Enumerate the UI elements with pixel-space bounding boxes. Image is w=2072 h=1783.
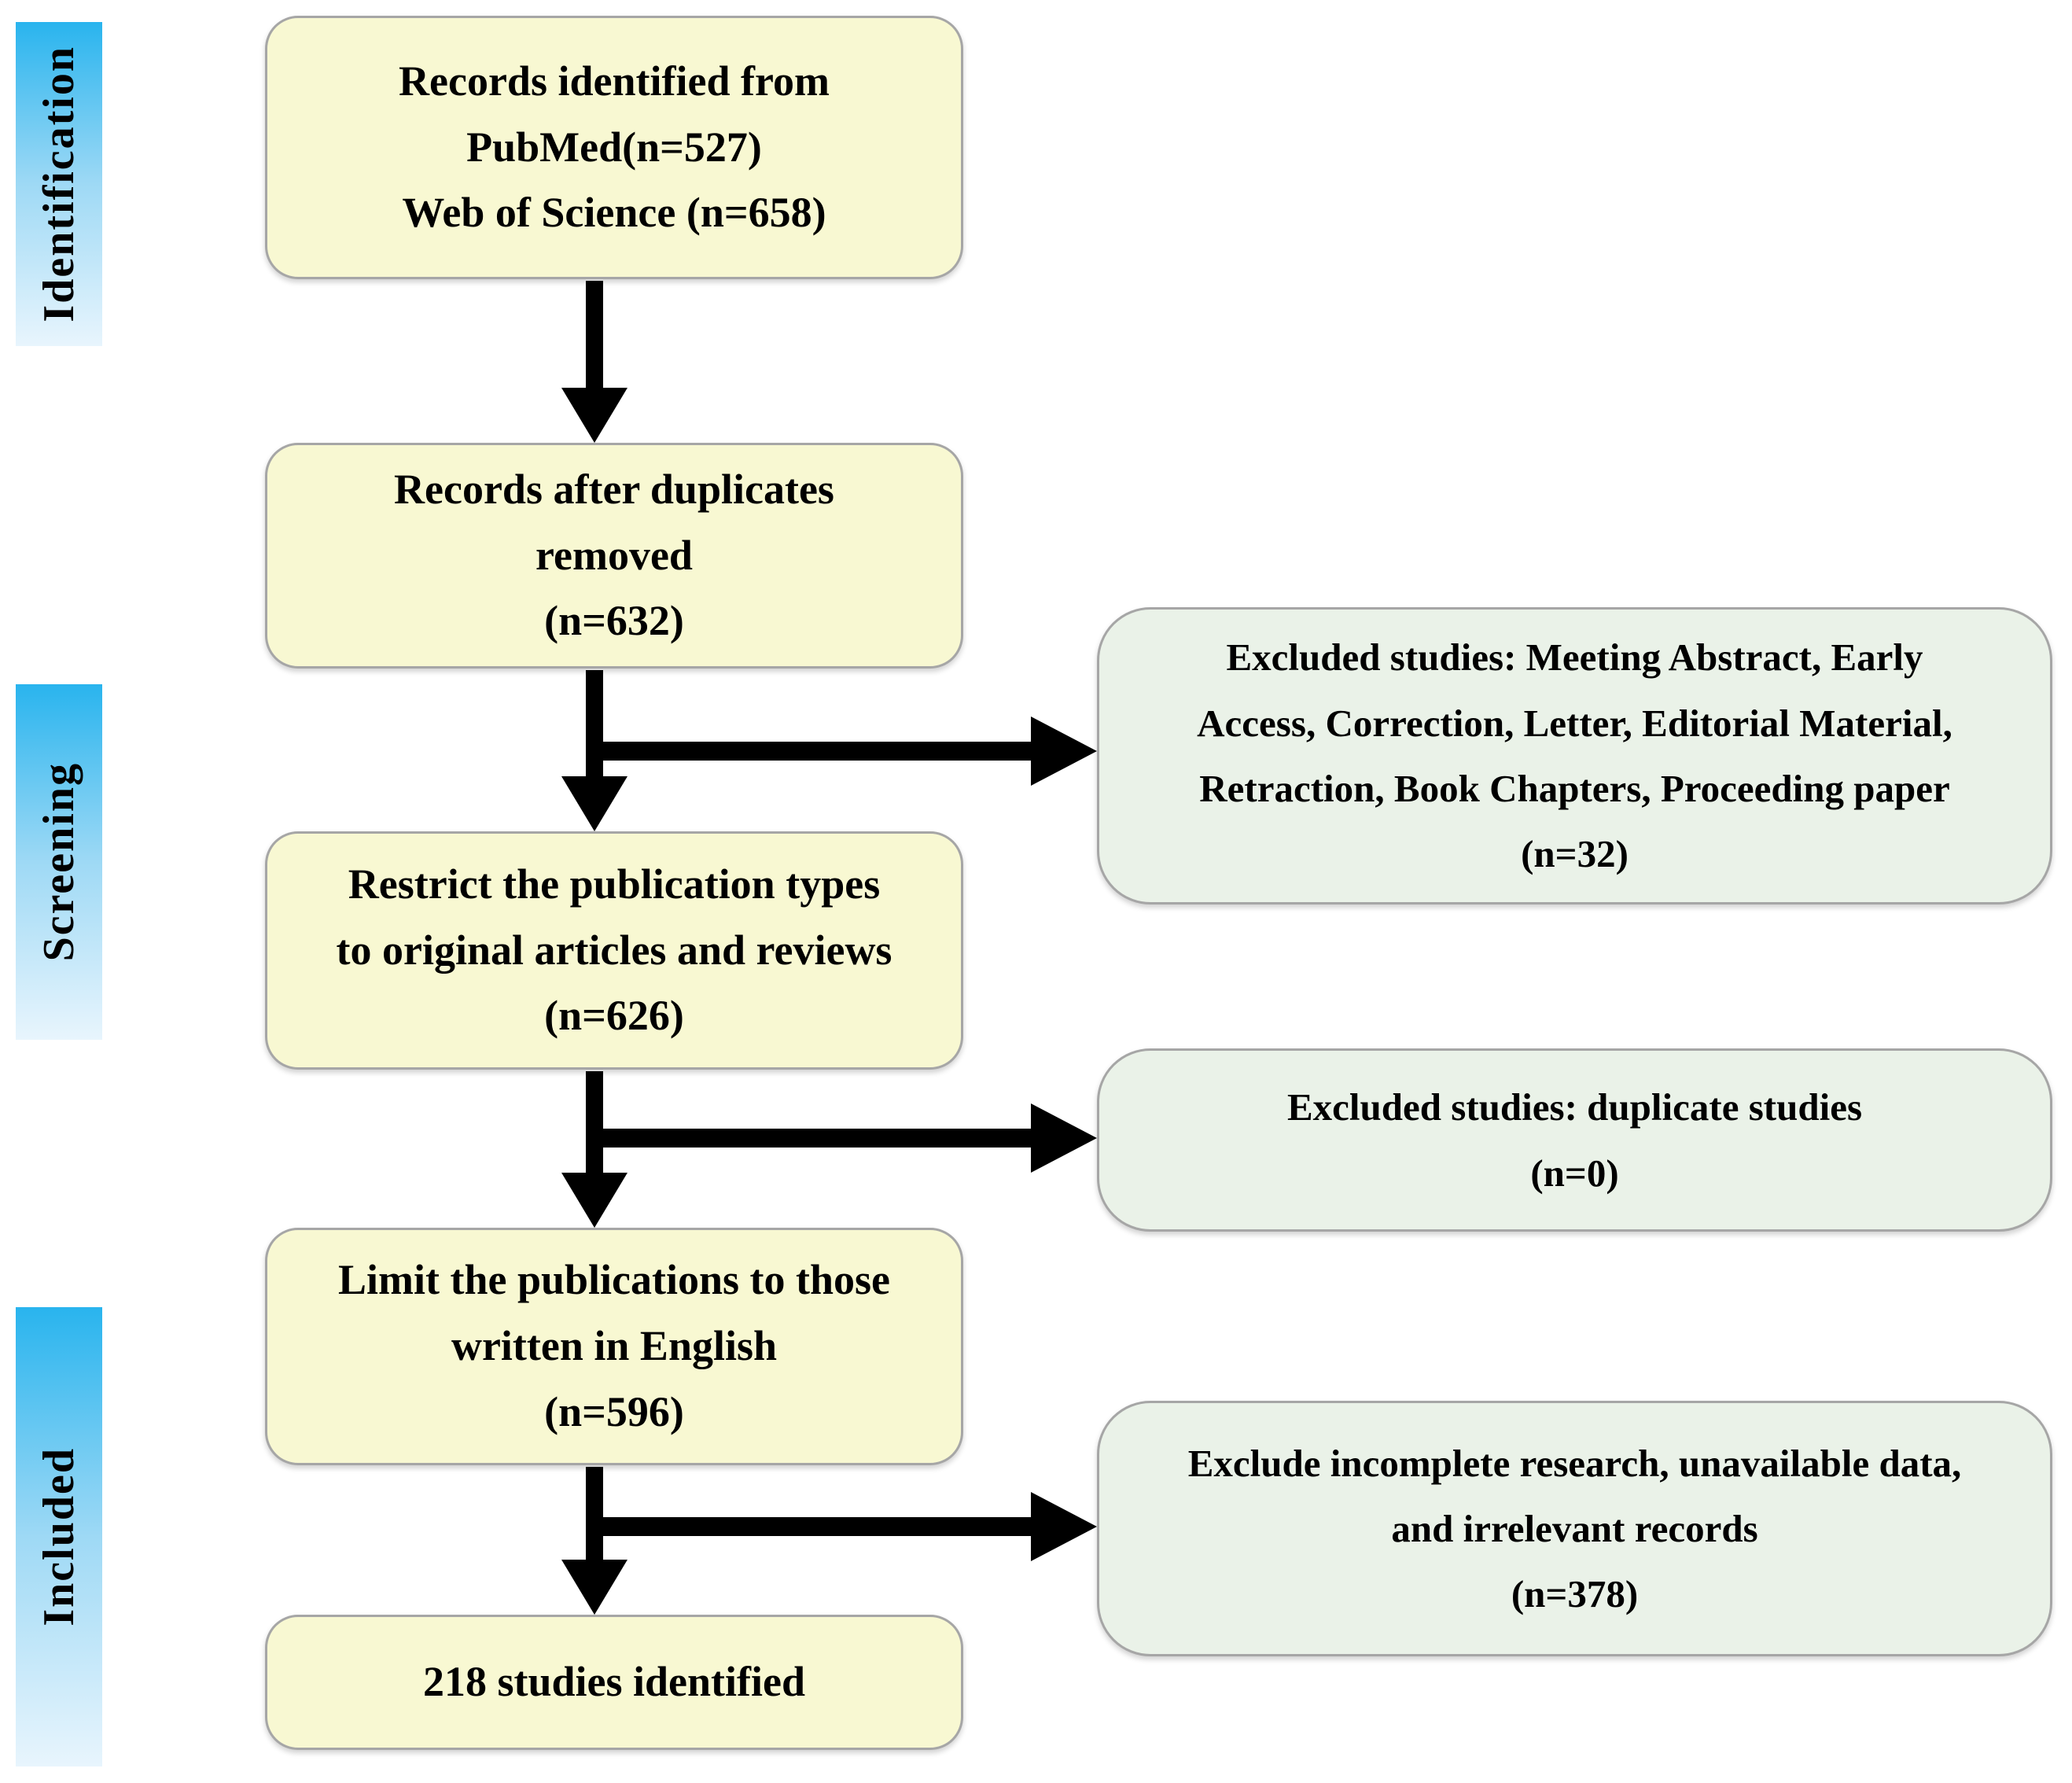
arrow-head [561,1560,627,1615]
box-text-line: PubMed(n=527) [466,123,762,171]
arrow-shaft [586,1517,1034,1536]
box-excluded-incomplete: Exclude incomplete research, unavailable… [1097,1401,2052,1656]
box-excluded-publication-types: Excluded studies: Meeting Abstract, Earl… [1097,607,2052,904]
box-text-line: to original articles and reviews [336,926,892,974]
arrow-shaft [586,1129,1034,1148]
box-text-line: and irrelevant records [1391,1506,1758,1550]
box-restrict-publication-types: Restrict the publication types to origin… [265,831,963,1070]
arrow-shaft [586,742,1034,761]
box-text-line: Access, Correction, Letter, Editorial Ma… [1197,701,1952,745]
arrow-head [1031,717,1097,786]
box-text-line: (n=632) [544,597,684,645]
box-text-line: Records after duplicates [394,465,834,513]
box-duplicates-removed: Records after duplicates removed (n=632) [265,443,963,669]
box-text-line: 218 studies identified [422,1658,806,1706]
box-text-line: Records identified from [399,57,830,105]
arrow-head [1031,1492,1097,1561]
box-text-line: Restrict the publication types [348,860,881,908]
box-text-line: written in English [451,1322,778,1370]
box-text-line: (n=32) [1521,832,1629,876]
box-text-line: removed [535,531,693,579]
stage-label-included: Included [35,1447,83,1626]
stage-label-screening: Screening [35,762,83,962]
stage-label-identification: Identification [35,46,83,322]
arrow-shaft [586,1071,603,1173]
box-records-identified: Records identified from PubMed(n=527) We… [265,16,963,279]
arrow-head [1031,1103,1097,1173]
arrow-head [561,388,627,443]
box-text-line: (n=596) [544,1387,684,1435]
arrow-head [561,1173,627,1228]
box-text-line: (n=0) [1530,1151,1619,1195]
box-text-line: Limit the publications to those [337,1256,891,1304]
stage-band-included: Included [16,1307,102,1766]
box-text-line: (n=378) [1511,1572,1639,1616]
box-text-line: Web of Science (n=658) [402,189,826,237]
box-text-line: Retraction, Book Chapters, Proceeding pa… [1199,767,1950,810]
stage-band-identification: Identification [16,22,102,346]
box-studies-identified: 218 studies identified [265,1615,963,1750]
arrow-shaft [586,1467,603,1560]
box-limit-english: Limit the publications to those written … [265,1228,963,1465]
arrow-shaft [586,281,603,388]
box-text-line: Excluded studies: duplicate studies [1286,1085,1863,1129]
box-text-line: (n=626) [544,992,684,1040]
arrow-head [561,776,627,831]
box-text-line: Exclude incomplete research, unavailable… [1187,1441,1962,1485]
stage-band-screening: Screening [16,684,102,1040]
box-text-line: Excluded studies: Meeting Abstract, Earl… [1226,635,1923,680]
box-excluded-duplicates: Excluded studies: duplicate studies (n=0… [1097,1048,2052,1232]
